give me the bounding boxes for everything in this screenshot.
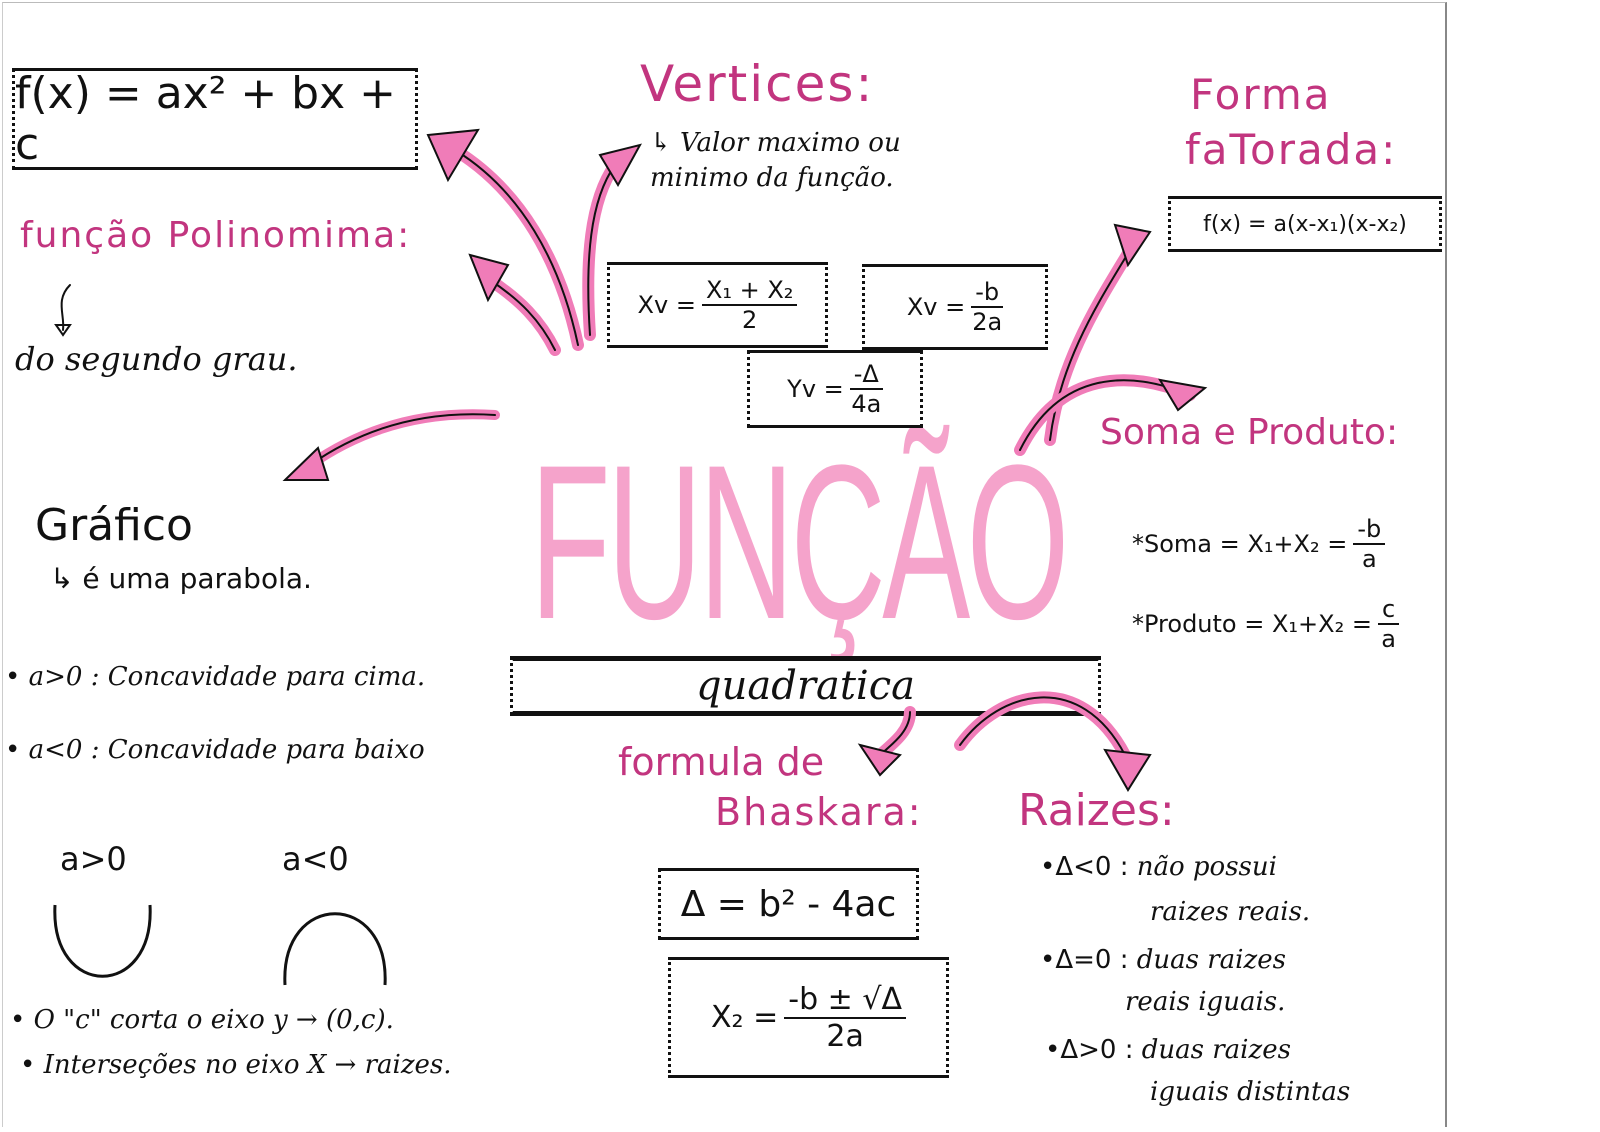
bhaskara-title-line2: Bhaskara: xyxy=(715,790,923,834)
arrow-to-general-form xyxy=(449,144,584,351)
product-denominator: a xyxy=(1381,625,1396,653)
factored-box: f(x) = a(x-x₁)(x-x₂) xyxy=(1168,196,1442,252)
root-text: reais iguais. xyxy=(1125,987,1286,1017)
root-condition: •Δ>0 : xyxy=(1045,1035,1134,1065)
root-text: duas raizes xyxy=(1136,945,1286,975)
graph-item-concave-up: • a>0 : Concavidade para cima. xyxy=(5,662,426,692)
vertices-note-line1: ↳ Valor maximo ou xyxy=(650,128,901,158)
root-item-negative: •Δ<0 : não possui xyxy=(1040,852,1277,882)
general-form-box: f(x) = ax² + bx + c xyxy=(12,68,418,170)
center-subtitle-band: quadratica xyxy=(510,656,1101,716)
parabola-down-icon xyxy=(283,912,387,986)
arrow-to-roots xyxy=(954,691,1131,761)
arrow-to-polynomial xyxy=(484,274,561,356)
root-text: iguais distintas xyxy=(1150,1077,1351,1107)
xv-sum-numerator: X₁ + X₂ xyxy=(701,276,798,306)
paper-border xyxy=(2,2,1447,1127)
graph-item-c-intercept: • O "c" corta o eixo y → (0,c). xyxy=(10,1005,394,1035)
delta-formula: Δ = b² - 4ac xyxy=(680,883,897,925)
delta-box: Δ = b² - 4ac xyxy=(658,868,919,940)
graph-note: ↳ é uma parabola. xyxy=(50,562,312,595)
xv-b-denominator: 2a xyxy=(972,308,1003,336)
polynomial-note: do segundo grau. xyxy=(15,340,298,378)
product-label: *Produto = X₁+X₂ = xyxy=(1132,610,1372,638)
center-subtitle: quadratica xyxy=(696,663,915,709)
bhaskara-numerator: -b ± √Δ xyxy=(784,982,906,1019)
xv-sum-denominator: 2 xyxy=(742,306,758,334)
xv-b-numerator: -b xyxy=(971,278,1004,308)
sum-product-title: Soma e Produto: xyxy=(1100,412,1399,453)
vertices-title: Vertices: xyxy=(640,55,875,113)
label-a-positive: a>0 xyxy=(60,840,127,878)
xv-b-lhs: Xv = xyxy=(906,293,966,321)
roots-title: Raizes: xyxy=(1018,785,1175,836)
arrowhead xyxy=(1113,223,1152,268)
graph-item-concave-down: • a<0 : Concavidade para baixo xyxy=(5,735,425,765)
bhaskara-title-line1: formula de xyxy=(618,740,825,784)
factored-title-line2: faTorada: xyxy=(1185,125,1398,174)
polynomial-title: função Polinomima: xyxy=(20,215,412,256)
center-title: FUNÇÃO xyxy=(530,419,1069,665)
root-item-positive: •Δ>0 : duas raizes xyxy=(1045,1035,1291,1065)
root-text: duas raizes xyxy=(1141,1035,1291,1065)
product-numerator: c xyxy=(1377,595,1400,625)
factored-title-line1: Forma xyxy=(1190,70,1332,119)
label-a-negative: a<0 xyxy=(282,840,349,878)
graph-item-x-intersections: • Interseções no eixo X → raizes. xyxy=(20,1050,452,1080)
arrowhead xyxy=(468,253,510,303)
root-text: não possui xyxy=(1136,852,1277,882)
bhaskara-lhs: X₂ = xyxy=(711,1000,779,1035)
sum-label: *Soma = X₁+X₂ = xyxy=(1132,530,1348,558)
vertices-note-line2: minimo da função. xyxy=(650,163,894,193)
arrowhead xyxy=(282,446,330,481)
sum-denominator: a xyxy=(1361,545,1377,573)
arrow-to-bhaskara xyxy=(874,706,916,761)
xv-sum-lhs: Xv = xyxy=(637,291,696,319)
arrowhead xyxy=(1103,748,1152,792)
root-item-zero: •Δ=0 : duas raizes xyxy=(1040,945,1286,975)
factored-formula: f(x) = a(x-x₁)(x-x₂) xyxy=(1203,211,1407,237)
yv-numerator: -Δ xyxy=(849,360,883,390)
arrowhead xyxy=(426,128,480,183)
arrowhead xyxy=(857,743,902,777)
yv-lhs: Yv = xyxy=(787,375,844,403)
sum-numerator: -b xyxy=(1353,515,1386,545)
parabola-up-icon xyxy=(53,904,152,978)
graph-title: Gráfico xyxy=(35,500,193,551)
arrowhead xyxy=(1158,378,1208,412)
general-form-formula: f(x) = ax² + bx + c xyxy=(15,68,397,170)
small-down-arrow xyxy=(60,284,71,331)
root-condition: •Δ=0 : xyxy=(1040,945,1129,975)
root-condition: •Δ<0 : xyxy=(1040,852,1129,882)
yv-denominator: 4a xyxy=(851,390,882,418)
bhaskara-denominator: 2a xyxy=(826,1018,864,1054)
arrowhead xyxy=(598,143,642,188)
root-text: raizes reais. xyxy=(1150,897,1311,927)
